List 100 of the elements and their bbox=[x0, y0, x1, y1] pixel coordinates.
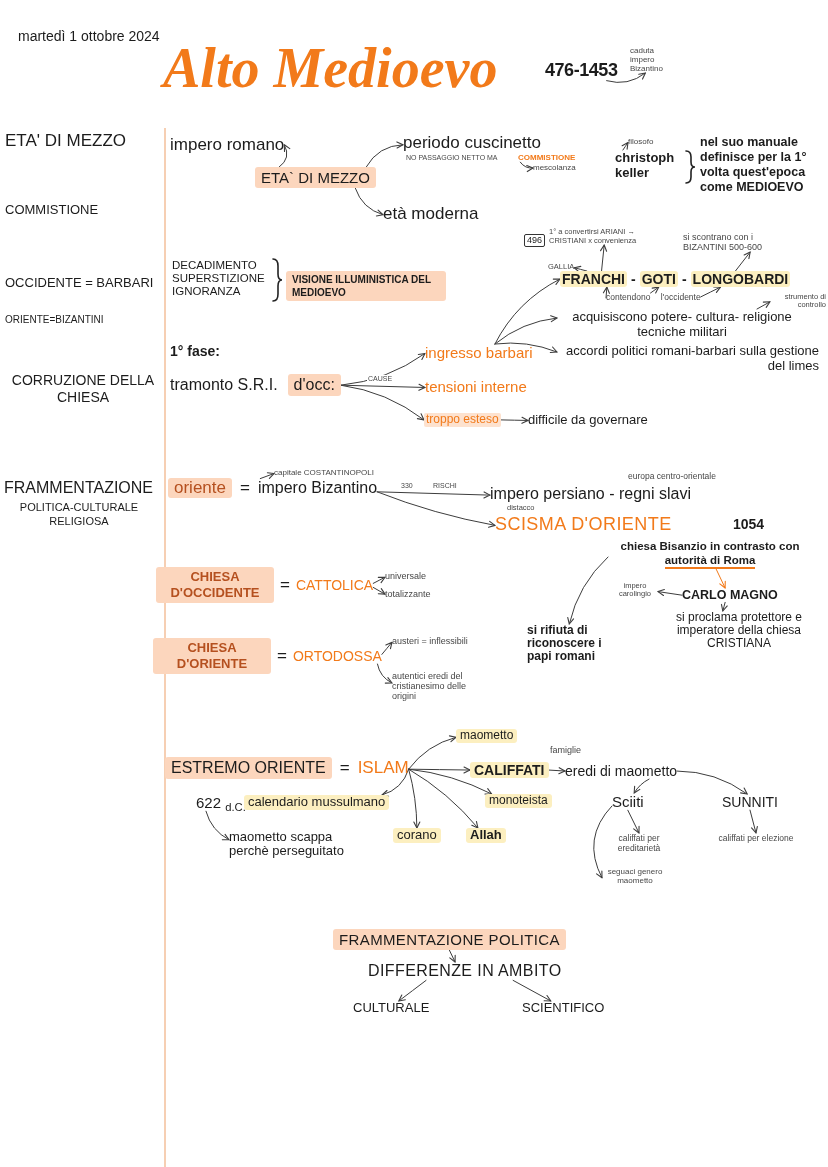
separator-dash: - bbox=[681, 271, 687, 288]
arrow bbox=[408, 768, 421, 829]
note-text: nel suo manuale definisce per la 1° volta quest'epoca come MEDIOEVO bbox=[700, 135, 808, 195]
note-text: maometto scappa perchè perseguitato bbox=[229, 830, 357, 858]
small-note: totalizzante bbox=[385, 589, 431, 600]
concept-text: impero Bizantino bbox=[257, 478, 378, 497]
arrow bbox=[700, 286, 722, 298]
arrow bbox=[749, 809, 758, 834]
highlighted-term: FRANCHI bbox=[560, 271, 627, 288]
arrow bbox=[650, 286, 660, 294]
highlighted-term: d'occ: bbox=[287, 374, 341, 397]
arrow bbox=[519, 161, 534, 172]
concept-text: impero persiano - regni slavi bbox=[490, 485, 691, 504]
arrow bbox=[408, 768, 493, 795]
concept-text: eredi di maometto bbox=[565, 763, 678, 780]
arrow bbox=[376, 491, 496, 528]
concept-text: SUNNITI bbox=[722, 794, 778, 811]
highlighted-term: maometto bbox=[456, 729, 518, 743]
date-range: 476-1453 bbox=[545, 60, 618, 81]
arrow bbox=[593, 805, 613, 879]
arrow bbox=[448, 949, 456, 963]
arrow bbox=[205, 810, 230, 841]
small-note: austeri = inflessibili bbox=[392, 636, 468, 647]
key-term: ORTODOSSA bbox=[292, 647, 382, 665]
key-term: ingresso barbari bbox=[425, 344, 533, 362]
arrow bbox=[365, 141, 404, 168]
section-label: FRAMMENTAZIONE bbox=[4, 479, 154, 498]
small-note: filosofo bbox=[628, 137, 654, 147]
concept-text: Sciiti bbox=[612, 793, 644, 811]
section-label: POLITICA-CULTURALE RELIGIOSA bbox=[18, 500, 140, 528]
equals-sign: = bbox=[240, 478, 250, 498]
highlighted-term: GOTI bbox=[639, 271, 678, 288]
highlighted-term: calendario mussulmano bbox=[244, 795, 390, 810]
arrow bbox=[657, 588, 683, 596]
small-note: mescolanza bbox=[533, 163, 576, 173]
note-text: accordi politici romani-barbari sulla gestione del limes bbox=[557, 343, 819, 373]
highlighted-term: troppo esteso bbox=[424, 413, 501, 427]
key-term: COMMISTIONE bbox=[518, 153, 576, 163]
concept-text: impero romano bbox=[170, 135, 285, 155]
small-note: si scontrano con i BIZANTINI 500-600 bbox=[683, 232, 795, 252]
arrow bbox=[734, 251, 751, 272]
equals-sign: = bbox=[339, 758, 350, 778]
section-label: ORIENTE=BIZANTINI bbox=[5, 314, 104, 326]
arrow bbox=[372, 586, 386, 595]
arrow bbox=[372, 576, 386, 584]
arrow bbox=[408, 768, 479, 829]
arrow bbox=[259, 472, 275, 480]
concept-text: periodo cuscinetto bbox=[403, 133, 541, 153]
highlighted-term: oriente bbox=[168, 478, 232, 498]
arrow bbox=[340, 384, 425, 421]
note-text: difficile da governare bbox=[528, 413, 648, 428]
highlighted-term: CALIFFATI bbox=[470, 762, 549, 779]
key-term: tensioni interne bbox=[425, 378, 527, 396]
concept-text: CULTURALE bbox=[353, 1001, 430, 1016]
section-label: CORRUZIONE DELLA CHIESA bbox=[10, 372, 156, 406]
arrow bbox=[600, 244, 608, 272]
note-text: chiesa Bisanzio in contrasto con bbox=[619, 539, 801, 553]
highlighted-term: corano bbox=[393, 828, 441, 843]
note-text: si rifiuta di riconoscere i papi romani bbox=[527, 624, 621, 663]
note-text: acquisiscono potere- cultura- religione tecniche militari bbox=[557, 309, 807, 339]
small-note: universale bbox=[385, 571, 427, 582]
arrow bbox=[376, 491, 491, 499]
arrow bbox=[494, 315, 558, 345]
year-text: 1054 bbox=[733, 516, 765, 533]
section-label: COMMISTIONE bbox=[5, 203, 99, 218]
arrow bbox=[381, 768, 410, 797]
arrow bbox=[633, 778, 650, 794]
arrow bbox=[548, 767, 566, 775]
side-note: europa centro-orientale bbox=[628, 472, 716, 482]
arrow bbox=[676, 770, 748, 795]
arrow bbox=[621, 141, 629, 151]
section-label: ETA' DI MEZZO bbox=[5, 131, 126, 151]
arrow bbox=[408, 735, 457, 770]
highlighted-term: monoteista bbox=[485, 794, 552, 808]
year-box: 496 bbox=[524, 234, 546, 247]
highlighted-term: VISIONE ILLUMINISTICA DEL MEDIOEVO bbox=[286, 271, 446, 301]
key-term: ISLAM bbox=[357, 758, 409, 778]
section-label: OCCIDENTE = BARBARI bbox=[5, 276, 154, 291]
underlined-text: autorità di Roma bbox=[664, 553, 756, 569]
arrow bbox=[756, 301, 771, 310]
arrow bbox=[376, 663, 393, 684]
arrow bbox=[573, 265, 588, 273]
phase-label: 1° fase: bbox=[170, 343, 220, 360]
highlighted-term: FRAMMENTAZIONE POLITICA bbox=[333, 929, 566, 951]
key-term: SCISMA D'ORIENTE bbox=[495, 514, 672, 535]
concept-text: età moderna bbox=[383, 204, 479, 224]
date-text: martedì 1 ottobre 2024 bbox=[18, 28, 160, 45]
concept-text: SCIENTIFICO bbox=[522, 1001, 605, 1016]
key-term: CATTOLICA bbox=[295, 576, 374, 594]
list-item: SUPERSTIZIONE bbox=[172, 272, 265, 285]
arrow bbox=[512, 979, 552, 1002]
arrow bbox=[567, 556, 609, 625]
side-note: famiglie bbox=[550, 745, 581, 756]
name-text: christoph keller bbox=[615, 150, 681, 180]
arrow bbox=[715, 568, 726, 589]
concept-text: DIFFERENZE IN AMBITO bbox=[368, 962, 562, 981]
small-note: seguaci genero maometto bbox=[602, 867, 668, 885]
list-item: IGNORANZA bbox=[172, 285, 241, 298]
concept-text: CARLO MAGNO bbox=[682, 588, 778, 603]
small-note: capitale COSTANTINOPOLI bbox=[274, 468, 374, 478]
